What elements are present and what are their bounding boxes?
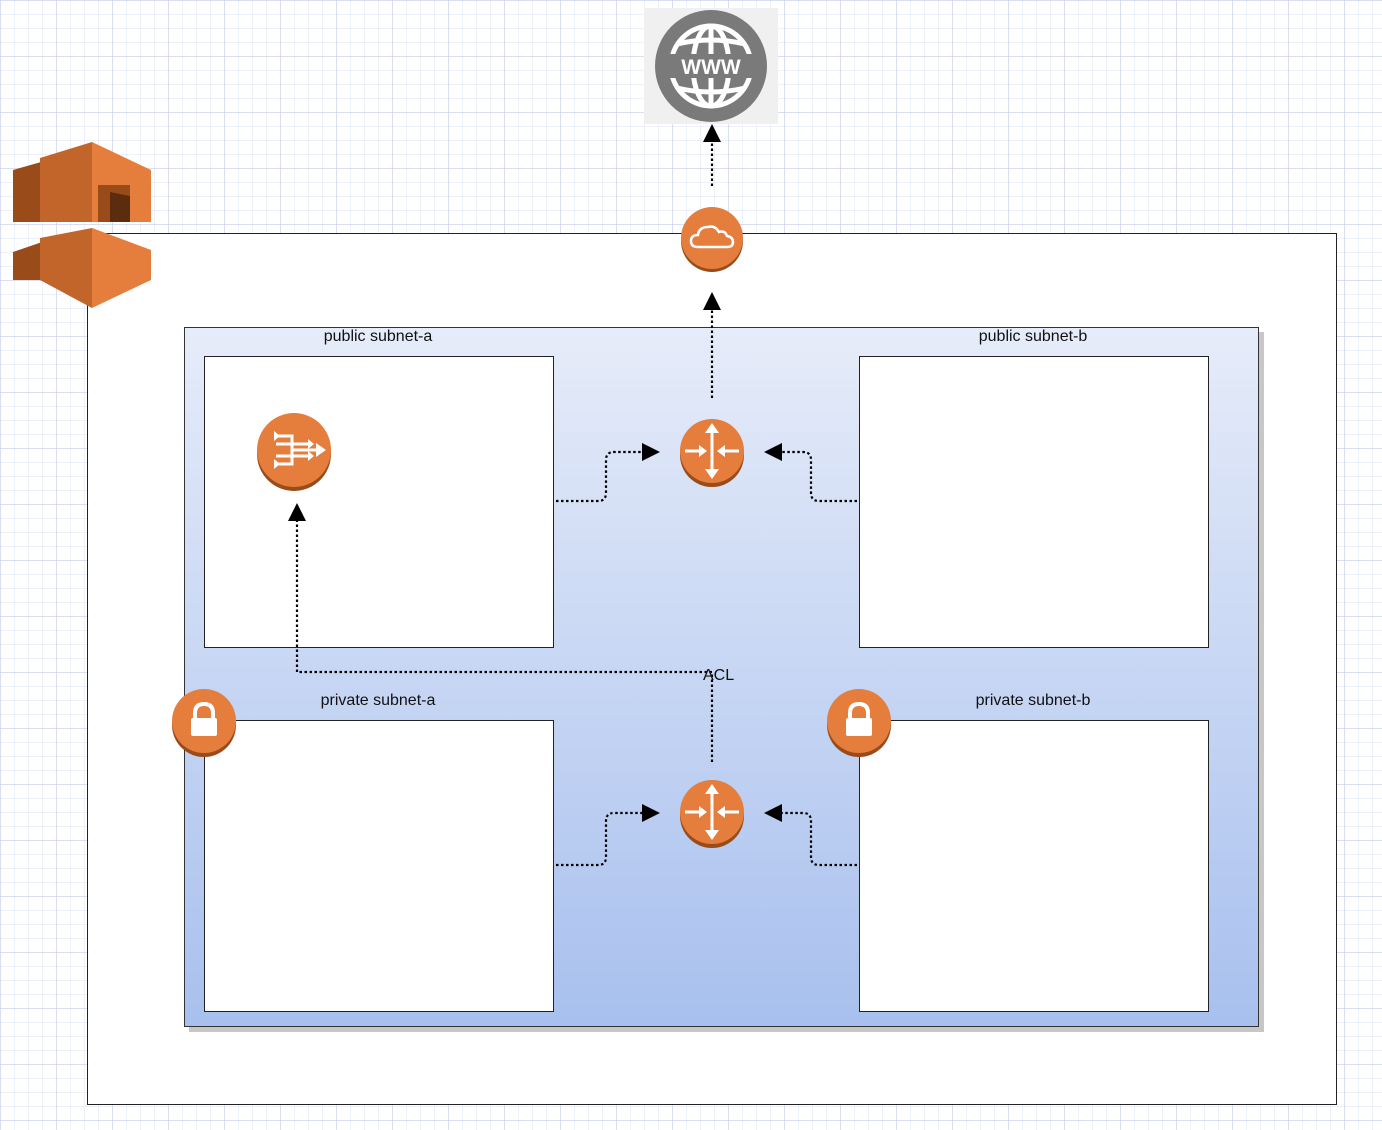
public-subnet-a-label: public subnet-a <box>323 328 433 345</box>
globe-www-icon: WWW <box>655 10 767 122</box>
public-subnet-b-box[interactable] <box>859 356 1209 648</box>
private-subnet-a-label: private subnet-a <box>320 692 436 709</box>
lock-icon[interactable] <box>826 688 892 758</box>
lock-icon[interactable] <box>171 688 237 758</box>
acl-label: ACL <box>703 667 735 684</box>
aws-region-icon <box>13 142 151 308</box>
arrowhead-internet <box>703 124 721 142</box>
globe-www-text: WWW <box>681 56 741 79</box>
private-subnet-b-label: private subnet-b <box>975 692 1091 709</box>
router-icon[interactable] <box>679 418 745 488</box>
router-icon[interactable] <box>679 779 745 849</box>
internet-node[interactable]: WWW <box>644 8 778 124</box>
private-subnet-a-box[interactable] <box>204 720 554 1012</box>
cloud-icon[interactable] <box>679 206 745 272</box>
private-subnet-b-box[interactable] <box>859 720 1209 1012</box>
nat-gateway-icon <box>257 413 331 491</box>
public-subnet-b-label: public subnet-b <box>978 328 1088 345</box>
nat-gateway-node[interactable] <box>234 398 360 498</box>
